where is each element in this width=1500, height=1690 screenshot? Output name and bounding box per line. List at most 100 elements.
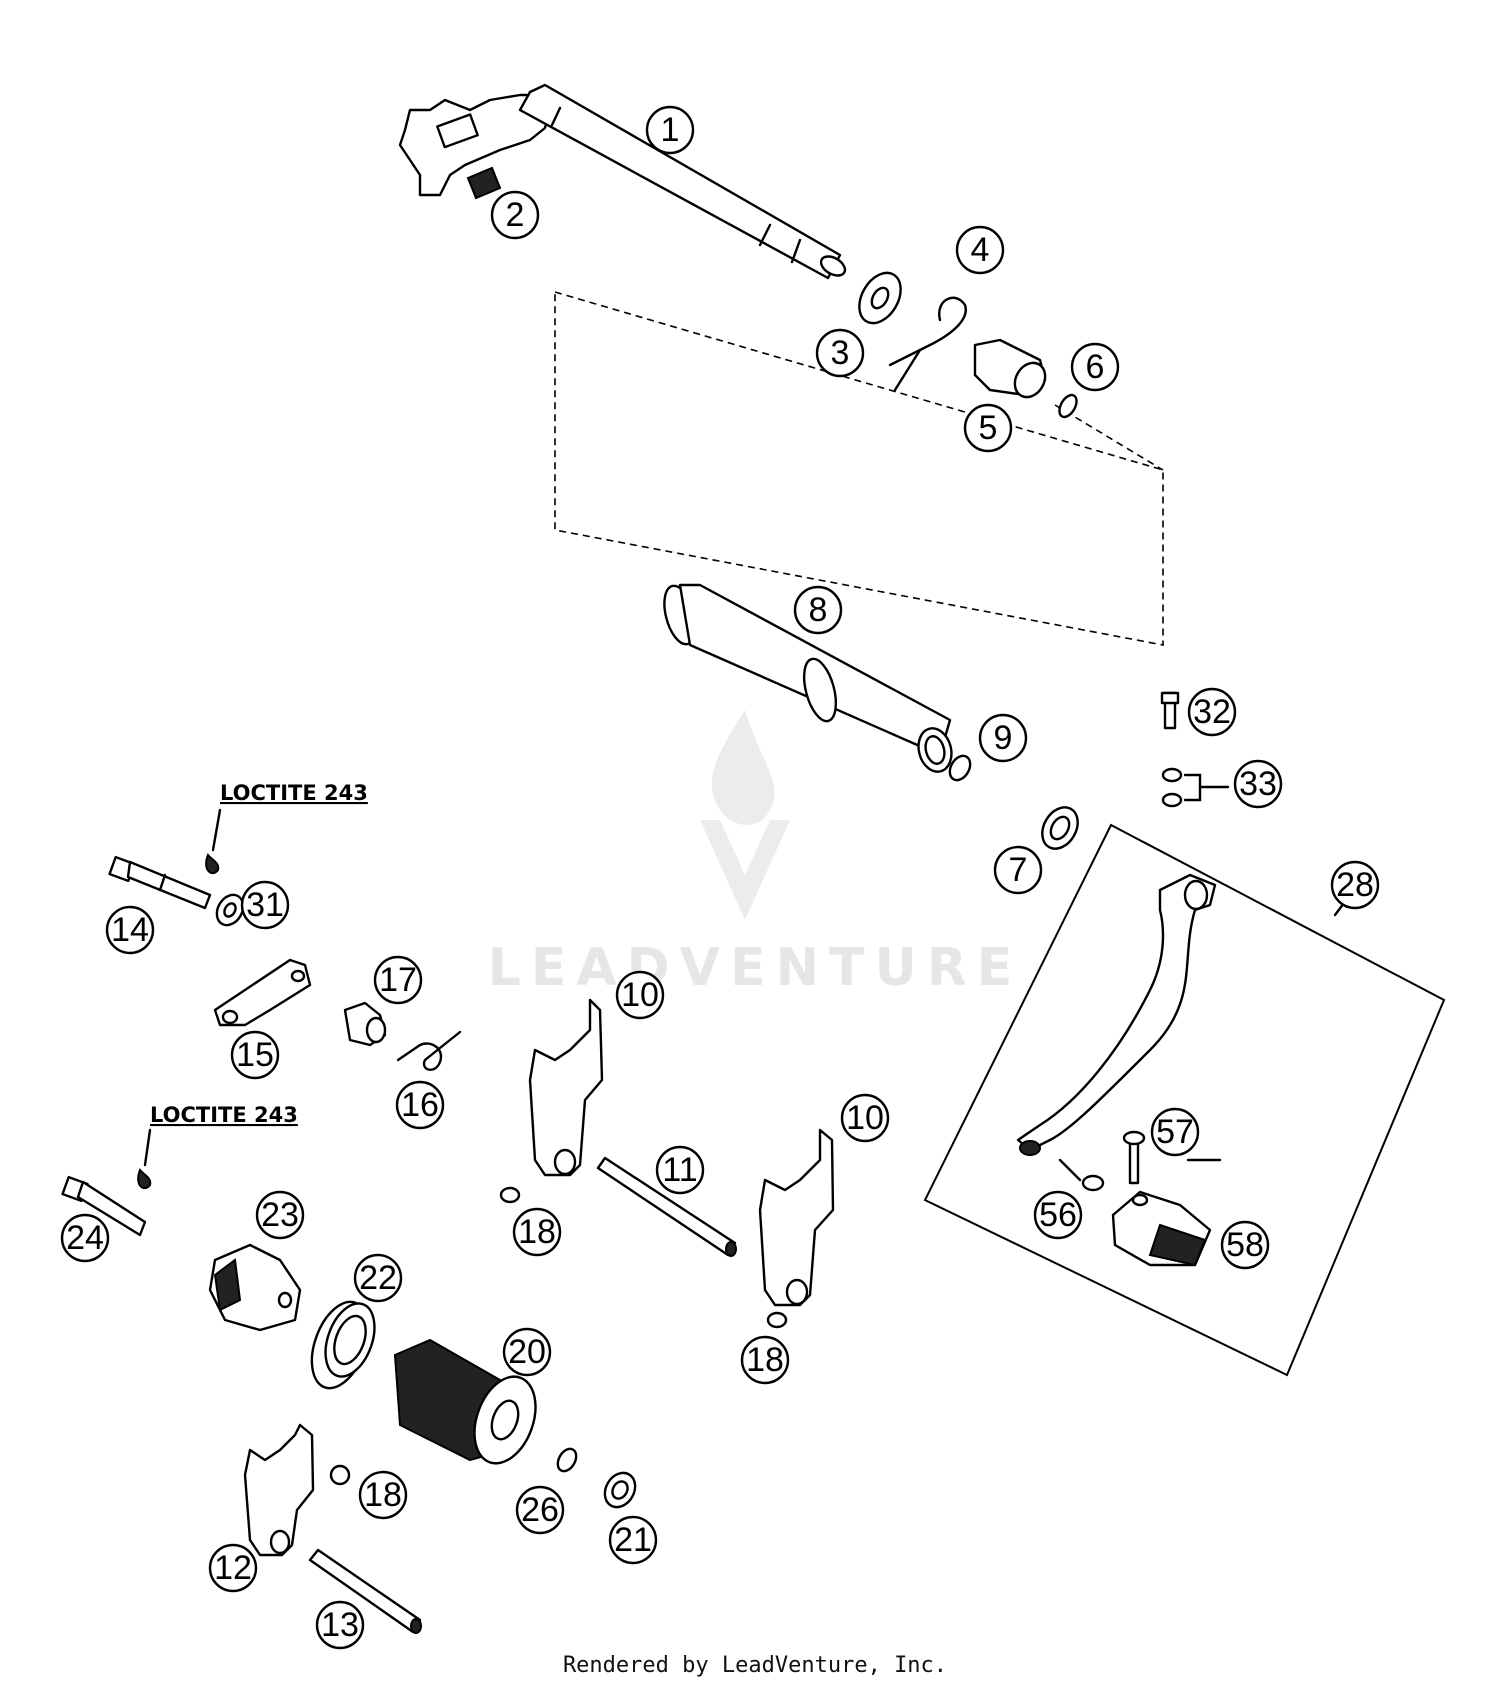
svg-text:2: 2 (506, 196, 525, 234)
part-spring-16 (396, 1030, 462, 1071)
svg-text:32: 32 (1193, 693, 1231, 731)
callout-32: 32 (1187, 687, 1237, 737)
callout-28: 28 (1330, 860, 1380, 910)
watermark-text: LEADVENTURE (488, 938, 1023, 998)
part-shift-fork-10a (528, 998, 604, 1177)
callout-26: 26 (515, 1485, 565, 1535)
callout-10a: 10 (615, 970, 665, 1020)
svg-text:6: 6 (1086, 348, 1105, 386)
callout-6: 6 (1070, 342, 1120, 392)
svg-text:4: 4 (971, 231, 990, 269)
svg-text:28: 28 (1336, 866, 1374, 904)
callout-31: 31 (240, 880, 290, 930)
callout-18c: 18 (358, 1470, 408, 1520)
callout-15: 15 (230, 1030, 280, 1080)
svg-text:24: 24 (66, 1219, 104, 1257)
callout-33: 33 (1233, 759, 1283, 809)
svg-text:15: 15 (236, 1036, 274, 1074)
svg-text:26: 26 (521, 1491, 559, 1529)
svg-text:10: 10 (846, 1099, 884, 1137)
svg-text:8: 8 (809, 591, 828, 629)
part-roller-18a (499, 1186, 521, 1204)
part-shift-fork-12 (243, 1423, 315, 1557)
part-washers-33 (1161, 767, 1230, 808)
callout-14: 14 (105, 905, 155, 955)
assembly-dashed-box (554, 291, 1164, 646)
callout-5: 5 (963, 403, 1013, 453)
part-long-bushing (663, 583, 953, 773)
svg-text:20: 20 (508, 1333, 546, 1371)
part-lever-15 (213, 958, 312, 1027)
loctite-leader-1 (211, 808, 222, 852)
part-shift-fork-10b (758, 1128, 835, 1307)
svg-text:57: 57 (1156, 1113, 1194, 1151)
callout-57: 57 (1150, 1107, 1200, 1157)
part-footpeg-58 (1111, 1190, 1212, 1267)
svg-text:56: 56 (1039, 1196, 1077, 1234)
part-pin-57 (1122, 1130, 1146, 1185)
part-o-ring (1058, 393, 1078, 419)
svg-text:14: 14 (111, 911, 149, 949)
callout-16: 16 (395, 1080, 445, 1130)
part-shift-cam-23 (208, 1243, 302, 1332)
part-spring-clip (888, 296, 967, 392)
part-shift-pedal (1016, 873, 1217, 1156)
callout-18b: 18 (740, 1335, 790, 1385)
svg-text:12: 12 (214, 1549, 252, 1587)
callout-11: 11 (655, 1145, 705, 1195)
part-spring-56 (1058, 1158, 1105, 1192)
svg-text:21: 21 (614, 1521, 652, 1559)
assembly-dashed-lead (1054, 404, 1164, 471)
loctite-label-1: LOCTITE 243 (220, 781, 368, 805)
part-washer-26 (556, 1447, 578, 1473)
loctite-leader-2 (143, 1128, 152, 1167)
part-screw-32 (1160, 691, 1180, 730)
callout-9: 9 (978, 713, 1028, 763)
svg-text:7: 7 (1009, 851, 1028, 889)
callout-8: 8 (793, 585, 843, 635)
loctite-drop-2-icon (137, 1168, 152, 1190)
svg-text:31: 31 (246, 886, 284, 924)
svg-text:13: 13 (321, 1606, 359, 1644)
part-bushing-17 (343, 1001, 387, 1047)
part-shift-shaft (398, 83, 847, 280)
part-roller-18c (329, 1464, 351, 1486)
callout-58: 58 (1220, 1220, 1270, 1270)
callout-7: 7 (993, 845, 1043, 895)
part-bolt-14 (108, 855, 212, 910)
part-shift-drum-20 (393, 1338, 537, 1465)
svg-text:58: 58 (1226, 1226, 1264, 1264)
svg-text:11: 11 (662, 1151, 697, 1189)
svg-text:10: 10 (621, 976, 659, 1014)
callout-12: 12 (208, 1543, 258, 1593)
part-bushing-21 (603, 1471, 637, 1509)
flame-logo-icon (711, 710, 775, 825)
part-seal-7 (1041, 806, 1079, 850)
callout-20: 20 (502, 1327, 552, 1377)
pedal-group-frame (923, 823, 1446, 1377)
loctite-drop-1-icon (205, 853, 220, 875)
svg-text:5: 5 (979, 409, 998, 447)
callout-21: 21 (608, 1515, 658, 1565)
callout-4: 4 (955, 225, 1005, 275)
callout-3: 3 (815, 328, 865, 378)
svg-text:22: 22 (359, 1259, 397, 1297)
part-rod-13 (308, 1548, 422, 1634)
callout-24: 24 (60, 1213, 110, 1263)
svg-text:17: 17 (379, 961, 417, 999)
part-screw-24 (61, 1175, 147, 1237)
svg-text:23: 23 (261, 1196, 299, 1234)
svg-text:1: 1 (661, 111, 680, 149)
v-logo-icon (700, 820, 790, 920)
part-ring-9 (948, 754, 972, 782)
callout-2: 2 (490, 190, 540, 240)
callout-18a: 18 (512, 1207, 562, 1257)
part-bearing-22 (310, 1300, 376, 1390)
watermark: LEADVENTURE (488, 710, 1023, 998)
callout-23: 23 (255, 1190, 305, 1240)
part-spring (466, 166, 502, 200)
part-rod-11 (596, 1156, 737, 1257)
svg-text:9: 9 (994, 719, 1013, 757)
svg-text:18: 18 (364, 1476, 402, 1514)
